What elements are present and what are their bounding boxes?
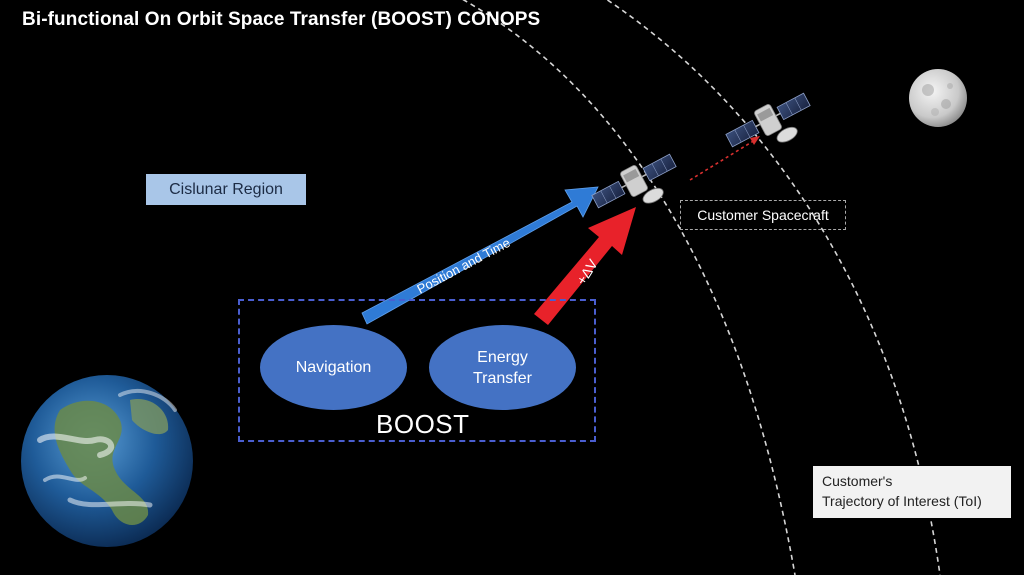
cislunar-region-label: Cislunar Region bbox=[146, 174, 306, 205]
boost-system-frame bbox=[238, 299, 596, 442]
orbit-arc-outer bbox=[605, 0, 941, 575]
energy-transfer-label-line1: Energy bbox=[477, 348, 528, 366]
trajectory-of-interest-label: Customer's Trajectory of Interest (ToI) bbox=[813, 466, 1011, 518]
page-title: Bi-functional On Orbit Space Transfer (B… bbox=[22, 9, 541, 30]
energy-transfer-label-line2: Transfer bbox=[473, 369, 532, 387]
earth-icon bbox=[21, 375, 193, 547]
navigation-node: Navigation bbox=[260, 325, 407, 410]
energy-transfer-node: Energy Transfer bbox=[429, 325, 576, 410]
delta-v-arrow bbox=[534, 207, 636, 325]
boost-label: BOOST bbox=[376, 409, 470, 439]
position-time-arrow bbox=[361, 186, 599, 325]
toi-label-line2: Trajectory of Interest (ToI) bbox=[822, 493, 982, 509]
orbit-arc-inner bbox=[462, 0, 796, 575]
moon-icon bbox=[909, 69, 967, 127]
transfer-path-arrowhead bbox=[750, 136, 760, 145]
position-time-label: Position and Time bbox=[414, 235, 512, 297]
toi-label-line1: Customer's bbox=[822, 473, 893, 489]
transfer-path-line bbox=[689, 139, 756, 181]
customer-spacecraft-label: Customer Spacecraft bbox=[680, 200, 846, 230]
customer-spacecraft-icon bbox=[591, 153, 677, 209]
target-spacecraft-icon bbox=[725, 92, 811, 148]
